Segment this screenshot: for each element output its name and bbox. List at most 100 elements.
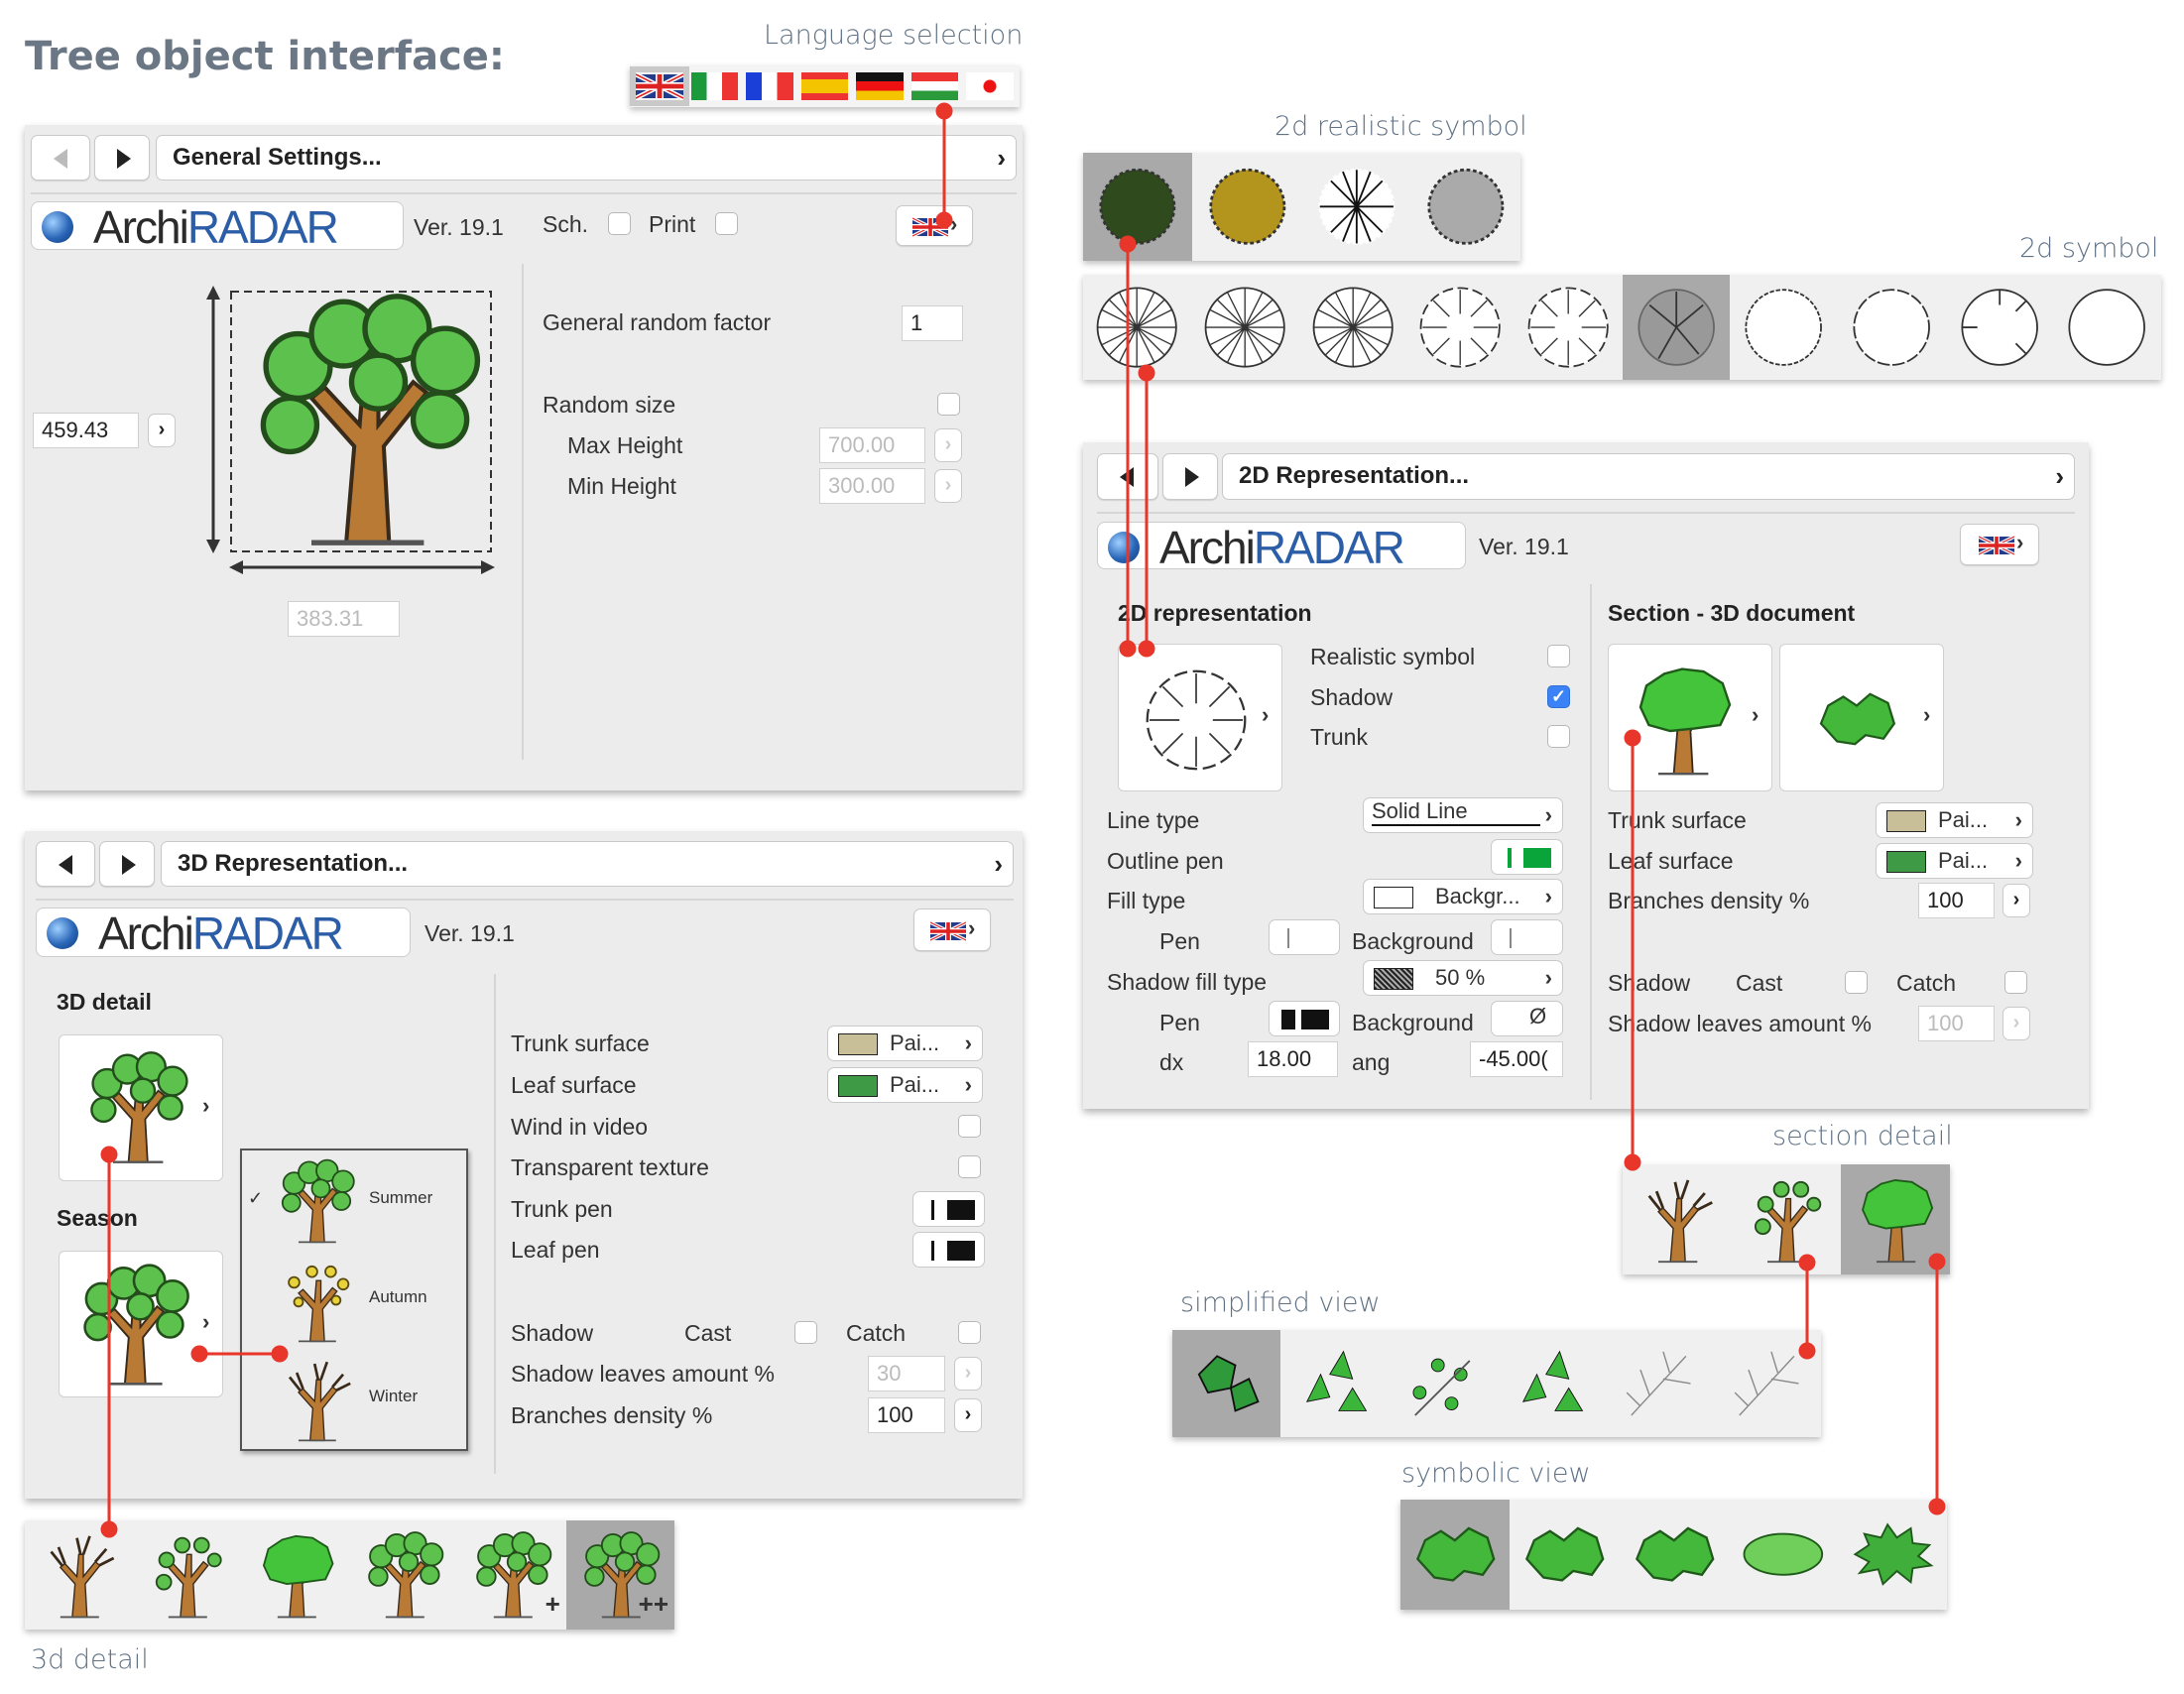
page-selector[interactable]: 2D Representation...› bbox=[1222, 453, 2075, 500]
flag-english[interactable] bbox=[630, 66, 689, 106]
season-option-winter[interactable]: Winter bbox=[242, 1349, 466, 1448]
option-radial-2[interactable] bbox=[1191, 275, 1299, 380]
forward-button[interactable] bbox=[99, 841, 155, 887]
height-field[interactable]: 459.43 bbox=[33, 413, 139, 448]
back-button[interactable] bbox=[36, 841, 95, 887]
option-dark-green[interactable] bbox=[1083, 153, 1193, 261]
line-type-button[interactable]: Solid Line› bbox=[1363, 797, 1563, 833]
season-picker[interactable]: › bbox=[59, 1251, 223, 1397]
option-polygons[interactable] bbox=[1172, 1330, 1280, 1437]
shadow-fill-type-button[interactable]: 50 %› bbox=[1363, 960, 1563, 996]
flag-japanese[interactable] bbox=[966, 72, 1015, 100]
realistic-symbol-checkbox[interactable] bbox=[1547, 645, 1570, 667]
fill-pen-button[interactable] bbox=[1269, 919, 1340, 955]
option-sparse[interactable] bbox=[133, 1520, 241, 1630]
branches-density-field[interactable]: 100 bbox=[868, 1397, 945, 1433]
option-full-plusplus[interactable]: ++ bbox=[565, 1520, 675, 1630]
sch-checkbox[interactable] bbox=[608, 212, 631, 235]
option-radial-5[interactable] bbox=[1515, 275, 1623, 380]
back-button[interactable] bbox=[31, 135, 90, 181]
option-sketch-1[interactable] bbox=[1605, 1330, 1713, 1437]
option-radial-3[interactable] bbox=[1298, 275, 1406, 380]
section-detail-picker[interactable]: › bbox=[1608, 644, 1772, 791]
trunk-pen-button[interactable] bbox=[912, 1191, 985, 1227]
symbolic-view-picker[interactable]: › bbox=[1779, 644, 1944, 791]
option-leaves-2[interactable] bbox=[1497, 1330, 1605, 1437]
height-arrow-button[interactable]: › bbox=[148, 414, 176, 447]
shadow-checkbox[interactable]: ✓ bbox=[1547, 685, 1570, 708]
season-option-autumn[interactable]: Autumn bbox=[242, 1250, 466, 1349]
transparent-texture-checkbox[interactable] bbox=[958, 1155, 981, 1178]
print-checkbox[interactable] bbox=[715, 212, 738, 235]
option-cloud[interactable] bbox=[1730, 275, 1838, 380]
shadow-leaves-arrow-button[interactable]: › bbox=[2002, 1007, 2030, 1040]
page-selector[interactable]: General Settings...› bbox=[156, 135, 1017, 181]
min-height-arrow-button[interactable]: › bbox=[934, 469, 962, 503]
option-branches[interactable] bbox=[1622, 275, 1731, 380]
option-spiky[interactable] bbox=[1838, 1500, 1947, 1610]
flag-german[interactable] bbox=[856, 72, 904, 100]
season-option-summer[interactable]: ✓Summer bbox=[242, 1150, 466, 1250]
catch-shadow-checkbox[interactable] bbox=[2004, 971, 2027, 994]
2d-symbol-picker[interactable]: › bbox=[1118, 644, 1282, 791]
dx-field[interactable]: 18.00 bbox=[1248, 1041, 1338, 1077]
option-circle[interactable] bbox=[2053, 275, 2161, 380]
width-field[interactable]: 383.31 bbox=[288, 601, 400, 637]
option-solid[interactable] bbox=[1841, 1164, 1950, 1274]
option-blob-2[interactable] bbox=[1510, 1500, 1619, 1610]
option-radial-1[interactable] bbox=[1083, 275, 1191, 380]
language-button[interactable]: › bbox=[913, 908, 991, 951]
branches-density-field[interactable]: 100 bbox=[1918, 883, 1995, 918]
option-bare[interactable] bbox=[25, 1520, 133, 1630]
option-cloud-2[interactable] bbox=[1838, 275, 1946, 380]
forward-button[interactable] bbox=[1162, 453, 1218, 500]
max-height-arrow-button[interactable]: › bbox=[934, 428, 962, 462]
option-blob-1[interactable] bbox=[1400, 1500, 1511, 1610]
shadow-leaves-arrow-button[interactable]: › bbox=[954, 1357, 982, 1391]
leaf-pen-button[interactable] bbox=[912, 1232, 985, 1268]
cast-shadow-checkbox[interactable] bbox=[794, 1321, 817, 1344]
option-yellow[interactable] bbox=[1192, 153, 1301, 261]
shadow-background-button[interactable]: Ø bbox=[1491, 1001, 1563, 1036]
language-button[interactable]: › bbox=[896, 205, 973, 246]
language-button[interactable]: › bbox=[1960, 524, 2039, 565]
option-full-plus[interactable]: + bbox=[458, 1520, 566, 1630]
forward-button[interactable] bbox=[94, 135, 150, 181]
flag-spanish[interactable] bbox=[800, 72, 849, 100]
flag-french[interactable] bbox=[746, 72, 793, 100]
trunk-surface-button[interactable]: Pai...› bbox=[1876, 802, 2033, 838]
3d-detail-picker[interactable]: › bbox=[59, 1034, 223, 1181]
page-selector[interactable]: 3D Representation...› bbox=[161, 841, 1014, 887]
branches-density-arrow-button[interactable]: › bbox=[954, 1398, 982, 1432]
catch-shadow-checkbox[interactable] bbox=[958, 1321, 981, 1344]
fill-type-button[interactable]: Backgr...› bbox=[1363, 879, 1563, 914]
outline-pen-button[interactable] bbox=[1491, 839, 1563, 875]
back-button[interactable] bbox=[1097, 453, 1158, 500]
max-height-field[interactable]: 700.00 bbox=[819, 427, 925, 463]
option-leaves-1[interactable] bbox=[1280, 1330, 1389, 1437]
option-dots[interactable] bbox=[1389, 1330, 1497, 1437]
shadow-pen-button[interactable] bbox=[1269, 1001, 1340, 1036]
leaf-surface-button[interactable]: Pai...› bbox=[827, 1067, 983, 1103]
flag-italian[interactable] bbox=[690, 72, 739, 100]
cast-shadow-checkbox[interactable] bbox=[1845, 971, 1868, 994]
option-full[interactable] bbox=[350, 1520, 458, 1630]
fill-background-button[interactable] bbox=[1491, 919, 1563, 955]
leaf-surface-button[interactable]: Pai...› bbox=[1876, 843, 2033, 879]
wind-checkbox[interactable] bbox=[958, 1115, 981, 1138]
option-sparse[interactable] bbox=[1732, 1164, 1841, 1274]
ang-field[interactable]: -45.00( bbox=[1470, 1041, 1563, 1077]
random-size-checkbox[interactable] bbox=[937, 393, 960, 416]
flag-hungarian[interactable] bbox=[910, 72, 959, 100]
trunk-surface-button[interactable]: Pai...› bbox=[827, 1026, 983, 1061]
min-height-field[interactable]: 300.00 bbox=[819, 468, 925, 504]
option-gray[interactable] bbox=[1411, 153, 1520, 261]
option-solid[interactable] bbox=[241, 1520, 349, 1630]
option-blob-3[interactable] bbox=[1619, 1500, 1728, 1610]
option-circle-cut[interactable] bbox=[1946, 275, 2054, 380]
shadow-leaves-field[interactable]: 30 bbox=[868, 1356, 945, 1392]
branches-density-arrow-button[interactable]: › bbox=[2002, 884, 2030, 917]
shadow-leaves-field[interactable]: 100 bbox=[1918, 1006, 1995, 1041]
option-ellipse[interactable] bbox=[1729, 1500, 1838, 1610]
option-bare[interactable] bbox=[1623, 1164, 1732, 1274]
